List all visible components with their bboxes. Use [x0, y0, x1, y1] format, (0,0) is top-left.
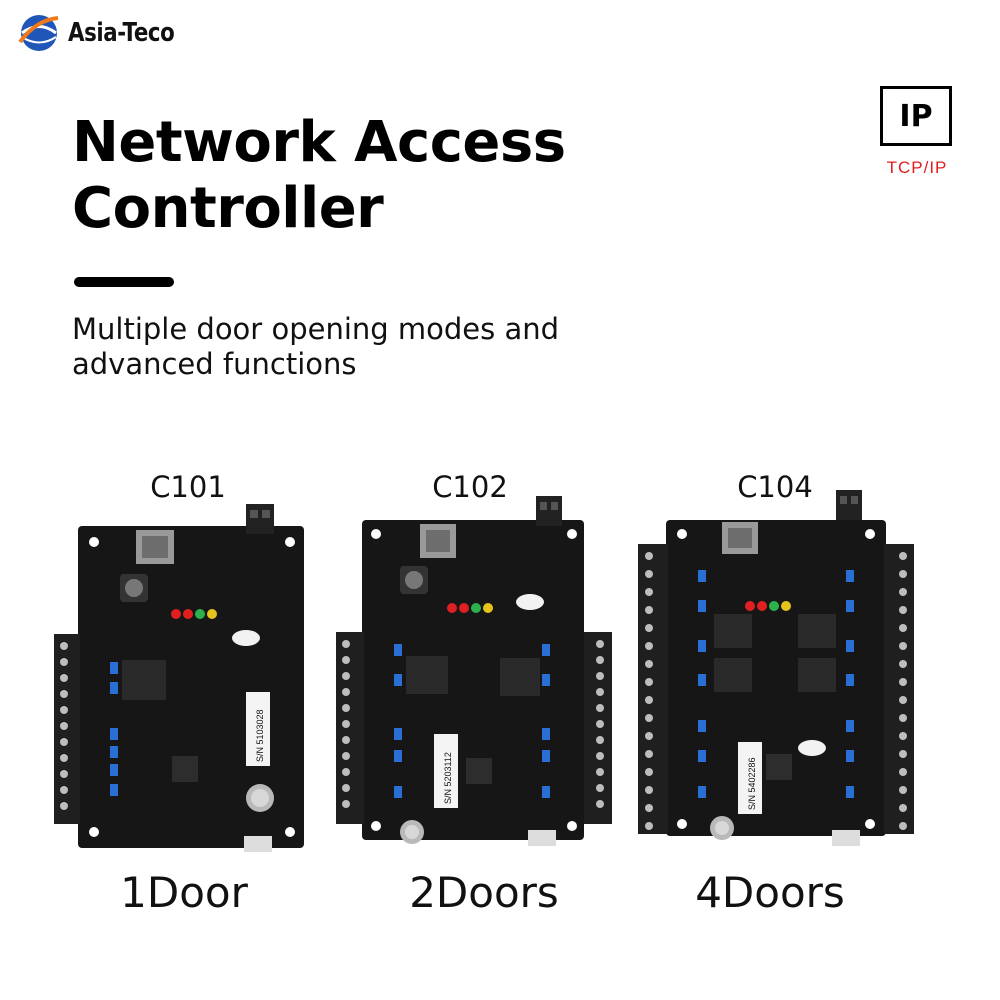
ip-badge-label: IP: [899, 98, 933, 134]
board-c102-serial: S/N 5203112: [443, 752, 453, 804]
model-name-c101: C101: [150, 470, 226, 504]
model-name-c104: C104: [737, 470, 813, 504]
protocol-label: TCP/IP: [886, 158, 948, 177]
board-c104-image: S/N 5402286: [638, 490, 914, 852]
brand-logo: Asia-Teco: [18, 12, 198, 54]
page-title: Network Access Controller: [72, 110, 566, 241]
brand-name: Asia-Teco: [68, 18, 175, 48]
door-label-c104: 4Doors: [695, 868, 845, 917]
ip-badge: IP: [880, 86, 952, 146]
board-c102-image: S/N 5203112: [336, 496, 612, 850]
title-underline: [74, 277, 174, 287]
model-name-c102: C102: [432, 470, 508, 504]
brand-globe-icon: [18, 15, 59, 51]
board-c104-serial: S/N 5402286: [747, 757, 757, 810]
door-label-c102: 2Doors: [409, 868, 559, 917]
board-c101-serial: S/N 5103028: [255, 709, 265, 762]
board-c101-image: S/N 5103028: [54, 502, 306, 854]
page-subtitle: Multiple door opening modes and advanced…: [72, 312, 560, 381]
door-label-c101: 1Door: [120, 868, 248, 917]
